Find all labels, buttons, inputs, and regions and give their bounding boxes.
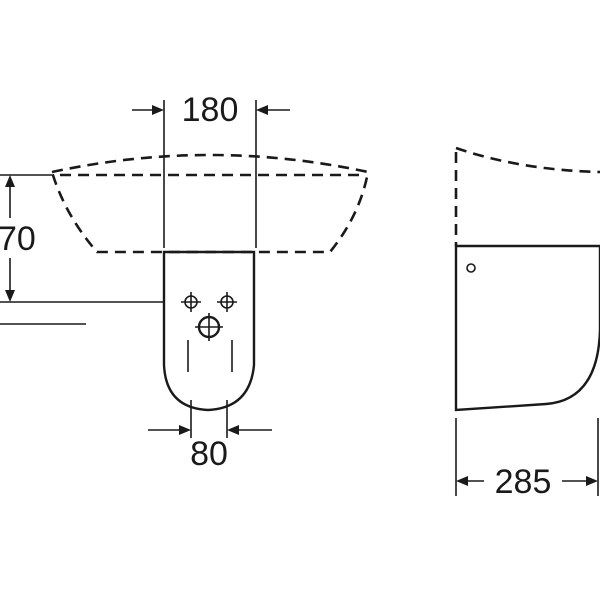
dim-70-arrow-top xyxy=(5,175,15,187)
dim-70-label: 70 xyxy=(0,220,36,258)
fixing-hole-right xyxy=(217,292,237,312)
dim-285-arrow-right xyxy=(586,476,598,486)
basin-outline-dashed xyxy=(50,153,370,254)
dim-70-arrow-bottom xyxy=(5,290,15,302)
dim-180-label: 180 xyxy=(182,91,239,129)
fixing-hole-left xyxy=(181,292,201,312)
side-view: 285 xyxy=(454,146,600,501)
side-basin-dashed xyxy=(455,146,600,174)
dim-285-arrow-left xyxy=(456,476,468,486)
dim-285-label: 285 xyxy=(495,463,552,501)
dim-180-arrow-right xyxy=(256,105,268,115)
front-view: 180 70 80 xyxy=(0,91,370,473)
drain-hole xyxy=(195,313,223,341)
dim-80-label: 80 xyxy=(190,435,228,473)
dim-80-arrow-right xyxy=(227,425,239,435)
dim-180-arrow-left xyxy=(152,105,164,115)
side-pedestal-body xyxy=(454,244,600,412)
pedestal-body xyxy=(162,250,256,412)
side-fixing-hole xyxy=(466,263,476,273)
dim-80-arrow-left xyxy=(179,425,191,435)
